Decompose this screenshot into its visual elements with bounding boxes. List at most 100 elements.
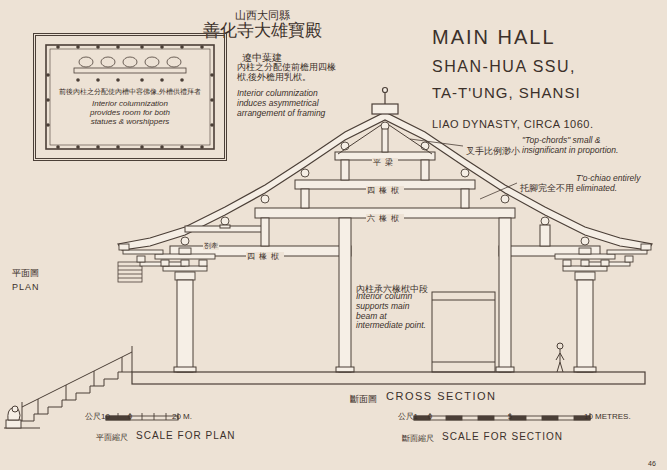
column bbox=[336, 367, 354, 372]
timber-frame bbox=[220, 225, 230, 228]
human-figure bbox=[560, 353, 564, 360]
label-holder: 0 bbox=[424, 405, 436, 423]
scale-number: 20 M. bbox=[172, 412, 192, 421]
roof bbox=[384, 92, 385, 104]
platform bbox=[132, 372, 645, 384]
scale-bar bbox=[478, 416, 494, 420]
timber-frame bbox=[261, 218, 269, 246]
statue-symbol bbox=[145, 57, 159, 67]
scale-bar bbox=[510, 416, 526, 420]
timber-frame bbox=[338, 125, 381, 154]
plan-column bbox=[56, 145, 60, 149]
statue-symbol bbox=[74, 57, 186, 73]
statue-symbol bbox=[79, 57, 93, 67]
callout-note: 叉手比例渺小 bbox=[466, 147, 520, 157]
plan-column bbox=[160, 78, 164, 82]
plan-column bbox=[76, 145, 80, 149]
label-holder: 四椽栿 bbox=[360, 179, 410, 197]
human-figure bbox=[557, 343, 563, 349]
plan-column bbox=[160, 145, 164, 149]
scale-bar bbox=[154, 413, 155, 420]
leader-line bbox=[410, 139, 463, 146]
plan-column bbox=[116, 145, 120, 149]
human-figure bbox=[556, 353, 560, 360]
scale-bar bbox=[118, 413, 119, 420]
label-holder: 四椽栿 bbox=[240, 245, 290, 263]
label-holder: 平面圖 bbox=[12, 262, 39, 280]
label-holder: 46 bbox=[648, 452, 656, 470]
altar-wall bbox=[432, 362, 495, 363]
plan-column bbox=[180, 145, 184, 149]
view-label: PLAN bbox=[12, 282, 40, 292]
statue-symbol bbox=[101, 57, 115, 67]
timber-frame bbox=[341, 160, 349, 180]
beam-label: 四椽栿 bbox=[366, 186, 404, 195]
page-number: 46 bbox=[648, 460, 656, 468]
label-holder: T'o-chiao entirely eliminated. bbox=[576, 174, 658, 195]
plan-column bbox=[56, 45, 60, 49]
purlin bbox=[181, 237, 189, 245]
label-holder: CROSS SECTION bbox=[386, 386, 497, 404]
plan-column bbox=[200, 45, 204, 49]
label-holder: SHAN-HUA SSU, bbox=[432, 58, 576, 76]
label-holder: Interior column supports main beam at in… bbox=[356, 292, 428, 332]
label-holder: 5 bbox=[504, 405, 516, 423]
plan-drawing bbox=[46, 45, 214, 149]
label-holder: 六椽栿 bbox=[360, 207, 410, 225]
section-illustration bbox=[555, 244, 651, 280]
plan-column bbox=[46, 45, 214, 149]
label-holder: 公尺10 bbox=[78, 405, 110, 423]
stair-railing bbox=[38, 399, 39, 414]
label-holder: 20 M. bbox=[172, 405, 192, 423]
label-holder: Interior columnization induces asymmetri… bbox=[237, 89, 347, 120]
human-figure bbox=[556, 343, 564, 372]
label-holder: 劄牽 bbox=[203, 234, 219, 252]
label-holder: 內柱之分配使前檐用四椽栿,後外檐用乳栿。 bbox=[237, 63, 347, 84]
timber-frame bbox=[301, 189, 309, 208]
date-heading: 遼中葉建 bbox=[242, 52, 282, 64]
timber-frame bbox=[421, 160, 429, 180]
human-figure bbox=[560, 362, 563, 372]
scale-label: SCALE FOR SECTION bbox=[442, 431, 563, 443]
column bbox=[577, 280, 593, 372]
timber-frame bbox=[540, 225, 550, 246]
human-figure bbox=[557, 362, 560, 372]
stair-railing bbox=[22, 346, 132, 421]
plan-symbol bbox=[118, 270, 142, 271]
label-holder: 平面縮尺 bbox=[96, 426, 128, 444]
stair-railing bbox=[22, 402, 23, 421]
scale-bar bbox=[142, 413, 143, 420]
roof bbox=[118, 88, 652, 251]
timber-frame bbox=[389, 125, 432, 154]
plan-column bbox=[116, 78, 120, 82]
callout-note: T'o-chiao entirely eliminated. bbox=[576, 174, 658, 194]
callout-note: 托腳完全不用 bbox=[520, 184, 574, 194]
plan-symbol bbox=[118, 266, 142, 267]
scale-number: 10 METRES. bbox=[584, 412, 631, 421]
plan-symbol bbox=[118, 278, 142, 279]
altar-wall bbox=[432, 292, 495, 372]
lion-statue bbox=[12, 406, 18, 412]
plan-column bbox=[46, 73, 50, 77]
plan-note: 前後內柱之分配使內槽中容佛像,外槽供禮拜者 bbox=[42, 88, 218, 96]
stair-railing bbox=[22, 352, 132, 407]
beam-label: 劄牽 bbox=[203, 242, 219, 250]
label-holder: 叉手比例渺小 bbox=[466, 140, 520, 158]
label-holder: 0 bbox=[124, 405, 136, 423]
stair-railing bbox=[122, 357, 123, 372]
view-label: 斷面圖 bbox=[350, 394, 377, 404]
label-holder: PLAN bbox=[12, 276, 40, 294]
chinese-title: 善化寺大雄寶殿 bbox=[203, 21, 322, 41]
label-holder: 公尺1 bbox=[384, 405, 418, 423]
label-holder: 斷面縮尺 bbox=[402, 427, 434, 445]
label-holder: TA-T'UNG, SHANSI bbox=[432, 84, 581, 102]
plan-drawing bbox=[46, 45, 214, 149]
date-note: LIAO DYNASTY, CIRCA 1060. bbox=[432, 118, 593, 131]
beam-label: 六椽栿 bbox=[366, 214, 404, 223]
roof bbox=[372, 104, 398, 114]
column bbox=[499, 218, 511, 372]
beam-label: 平梁 bbox=[372, 158, 398, 167]
view-label: CROSS SECTION bbox=[386, 390, 497, 403]
label-holder: 平梁 bbox=[365, 151, 405, 169]
